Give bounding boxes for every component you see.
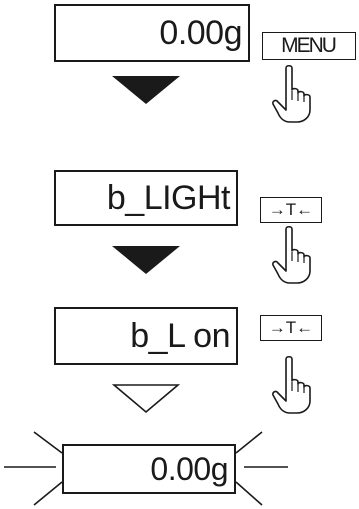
tare-key[interactable]: →T← — [260, 315, 322, 341]
down-arrow-filled-icon — [112, 246, 180, 274]
down-arrow-outline-icon — [111, 384, 181, 414]
hand-pointer-icon — [272, 225, 311, 284]
display-step-3: b_L on — [54, 307, 238, 365]
down-arrow-filled-icon — [112, 76, 180, 104]
hand-pointer-icon — [272, 64, 311, 123]
menu-key[interactable]: MENU — [262, 32, 356, 60]
tare-key[interactable]: →T← — [260, 197, 322, 223]
display-step-1: 0.00g — [54, 4, 250, 62]
hand-pointer-icon — [272, 355, 311, 414]
display-step-2: b_LIGHt — [54, 170, 238, 226]
display-step-4-flashing: 0.00g — [62, 444, 236, 494]
